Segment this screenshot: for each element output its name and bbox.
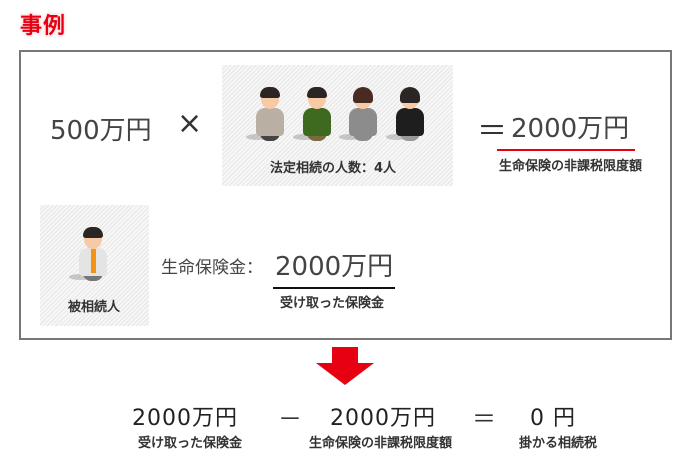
exemption-label-bottom: 生命保険の非課税限度額: [309, 436, 453, 451]
tax-label: 掛かる相続税: [519, 436, 598, 451]
deceased-label: 被相続人: [68, 300, 121, 315]
heirs-panel: 法定相続の人数：4人: [222, 65, 453, 186]
exemption-label: 生命保険の非課税限度額: [499, 159, 643, 174]
heirs-count-label: 法定相続の人数：4人: [270, 161, 397, 176]
insurance-label: 生命保険金：: [161, 258, 263, 278]
equals-sign: ＝: [477, 114, 507, 149]
deceased-icon: [69, 227, 111, 283]
exemption-amount-bottom: 2000万円: [330, 406, 436, 431]
down-arrow-icon: [316, 347, 374, 385]
example-box: [19, 50, 672, 340]
base-amount: 500万円: [50, 116, 152, 146]
heir-icon: [386, 87, 428, 143]
multiply-sign: ×: [177, 106, 203, 141]
exemption-amount: 2000万円: [497, 108, 636, 151]
received-label: 受け取った保険金: [138, 436, 243, 451]
page-title: 事例: [20, 14, 67, 39]
heir-icon: [339, 87, 381, 143]
insurance-sublabel: 受け取った保険金: [280, 296, 385, 311]
equals-sign-bottom: ＝: [472, 405, 496, 433]
deceased-panel: 被相続人: [40, 205, 149, 326]
tax-amount: 0 円: [530, 406, 576, 431]
received-amount: 2000万円: [132, 406, 238, 431]
insurance-amount: 2000万円: [273, 246, 396, 289]
heir-icon: [293, 87, 335, 143]
minus-sign: －: [278, 405, 302, 433]
heir-icon: [246, 87, 288, 143]
